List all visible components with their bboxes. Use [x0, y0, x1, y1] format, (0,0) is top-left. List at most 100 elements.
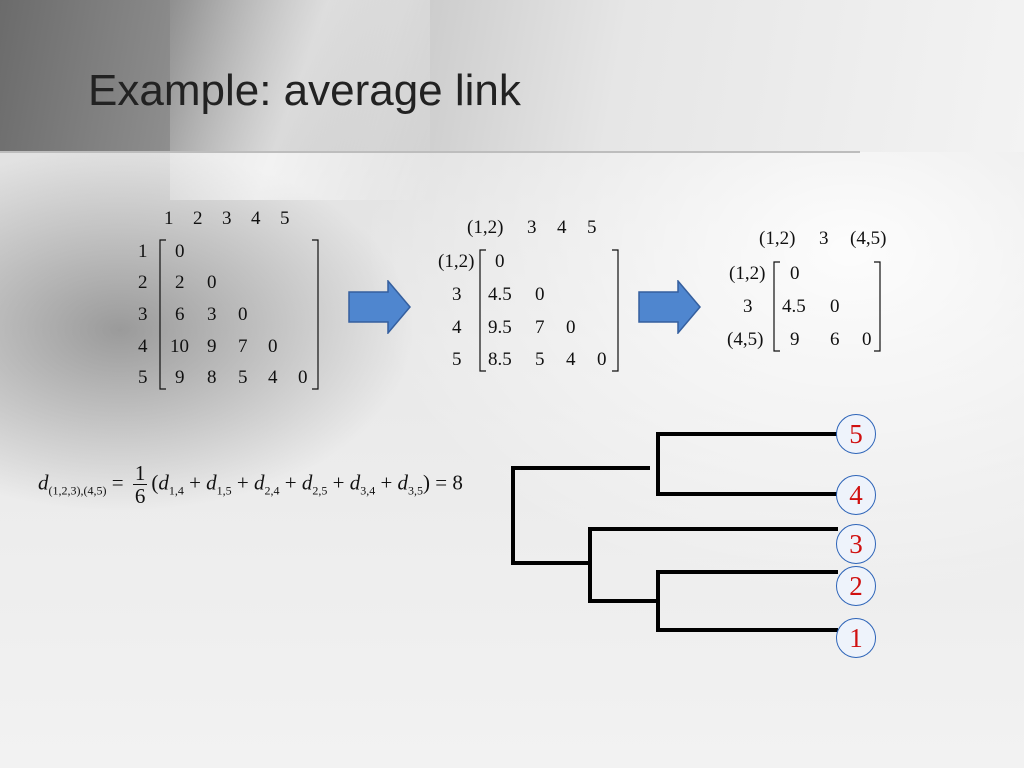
- m2-brackets: [479, 249, 619, 372]
- m2-cell: 8.5: [488, 349, 512, 370]
- formula-term-d: d: [254, 470, 265, 495]
- m2-cell: 5: [535, 349, 545, 370]
- formula-plus: +: [236, 470, 249, 495]
- m2-cell: 7: [535, 317, 545, 338]
- m1-cell: 6: [175, 304, 185, 325]
- formula-d: d: [38, 470, 49, 495]
- m1-cell: 8: [207, 367, 217, 388]
- formula-open-paren: (: [151, 470, 159, 495]
- m1-cell: 0: [298, 367, 308, 388]
- formula-term-sub: 2,4: [264, 483, 280, 498]
- m1-row-label: 5: [138, 367, 148, 388]
- m1-brackets: [159, 239, 319, 390]
- m2-cell: 0: [535, 284, 545, 305]
- m1-row-label: 1: [138, 241, 148, 262]
- formula-plus: +: [284, 470, 297, 495]
- formula-term-d: d: [397, 470, 409, 495]
- leaf-node-2: 2: [836, 566, 876, 606]
- m3-cell: 0: [790, 263, 800, 284]
- slide-title: Example: average link: [88, 66, 521, 115]
- formula-term-sub: 2,5: [312, 483, 328, 498]
- formula-result: 8: [452, 470, 463, 495]
- m1-cell: 10: [170, 336, 189, 357]
- formula-term-d: d: [349, 470, 361, 495]
- leaf-node-5: 5: [836, 414, 876, 454]
- m1-col-header: 5: [280, 208, 290, 229]
- m1-cell: 0: [207, 272, 217, 293]
- m3-col-header: 3: [819, 228, 829, 249]
- m1-row-label: 4: [138, 336, 148, 357]
- dendro-branch-12: [656, 570, 838, 632]
- formula-fraction: 1 6: [132, 461, 148, 508]
- formula-equals: =: [435, 470, 448, 495]
- arrow-right-icon: [348, 280, 411, 334]
- m1-cell: 9: [175, 367, 185, 388]
- formula-term-d: d: [206, 470, 217, 495]
- m1-col-header: 1: [164, 208, 174, 229]
- m2-cell: 0: [597, 349, 607, 370]
- m1-cell: 5: [238, 367, 248, 388]
- formula-term-d: d: [158, 470, 169, 495]
- title-band-shine: [170, 0, 430, 200]
- dendro-branch-3-12: [588, 527, 838, 603]
- m2-col-header: 3: [527, 217, 537, 238]
- m1-cell: 3: [207, 304, 217, 325]
- m1-cell: 7: [238, 336, 248, 357]
- m3-brackets: [773, 261, 881, 352]
- m1-col-header: 4: [251, 208, 261, 229]
- m1-col-header: 3: [222, 208, 232, 229]
- m3-col-header: (1,2): [759, 228, 796, 249]
- m3-row-label: 3: [743, 296, 753, 317]
- formula-term-sub: 1,5: [216, 483, 232, 498]
- m3-cell: 6: [830, 329, 840, 350]
- formula-equals: =: [111, 470, 124, 495]
- formula-term-d: d: [301, 470, 313, 495]
- arrow-right-icon: [638, 280, 701, 334]
- m3-cell: 9: [790, 329, 800, 350]
- m2-row-label: 5: [452, 349, 462, 370]
- m3-col-header: (4,5): [850, 228, 887, 249]
- formula-term-sub: 3,4: [360, 483, 376, 498]
- formula-term-sub: 3,5: [408, 483, 424, 498]
- m3-cell: 0: [862, 329, 872, 350]
- leaf-node-3: 3: [836, 524, 876, 564]
- m2-cell: 0: [566, 317, 576, 338]
- m3-cell: 4.5: [782, 296, 806, 317]
- m2-col-header: (1,2): [467, 217, 504, 238]
- m3-row-label: (4,5): [727, 329, 764, 350]
- average-link-formula: d(1,2,3),(4,5) = 1 6 (d1,4 + d1,5 + d2,4…: [38, 462, 463, 507]
- leaf-node-4: 4: [836, 475, 876, 515]
- m2-row-label: (1,2): [438, 251, 475, 272]
- m2-col-header: 5: [587, 217, 597, 238]
- m2-row-label: 4: [452, 317, 462, 338]
- m1-cell: 0: [175, 241, 185, 262]
- m1-cell: 9: [207, 336, 217, 357]
- m3-row-label: (1,2): [729, 263, 766, 284]
- dendro-branch-root: [511, 466, 650, 565]
- formula-close-paren: ): [423, 470, 431, 495]
- formula-term-sub: 1,4: [168, 483, 184, 498]
- m3-cell: 0: [830, 296, 840, 317]
- m1-col-header: 2: [193, 208, 203, 229]
- m2-cell: 9.5: [488, 317, 512, 338]
- m2-col-header: 4: [557, 217, 567, 238]
- m1-row-label: 3: [138, 304, 148, 325]
- leaf-node-1: 1: [836, 618, 876, 658]
- formula-plus: +: [189, 470, 201, 495]
- m2-cell: 4: [566, 349, 576, 370]
- fraction-denominator: 6: [134, 484, 146, 508]
- m1-cell: 2: [175, 272, 185, 293]
- m1-cell: 0: [238, 304, 248, 325]
- m1-row-label: 2: [138, 272, 148, 293]
- m2-row-label: 3: [452, 284, 462, 305]
- title-band: [0, 0, 1024, 200]
- m1-cell: 4: [268, 367, 278, 388]
- m1-cell: 0: [268, 336, 278, 357]
- formula-plus: +: [332, 470, 345, 495]
- m2-cell: 0: [495, 251, 505, 272]
- m2-cell: 4.5: [488, 284, 512, 305]
- formula-plus: +: [380, 470, 393, 495]
- fraction-numerator: 1: [132, 461, 148, 485]
- title-rule: [0, 151, 860, 153]
